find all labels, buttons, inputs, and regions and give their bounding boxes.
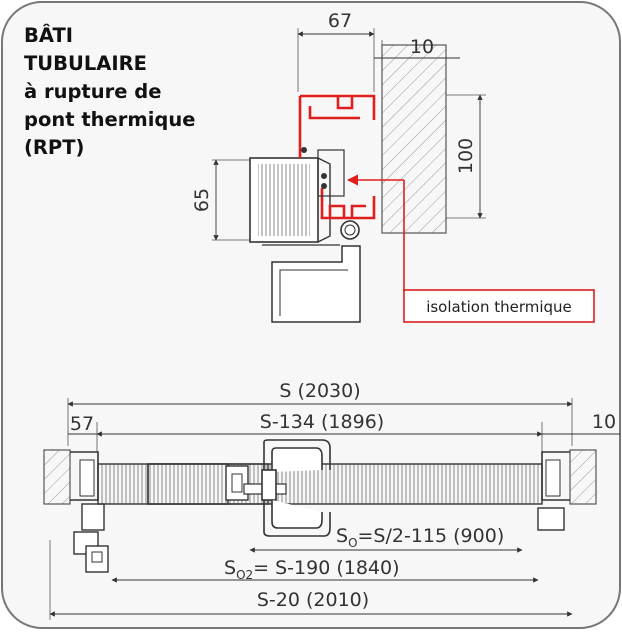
dim-s20-label: S-20 (2010) — [257, 589, 369, 611]
plan-view — [43, 398, 620, 620]
sill-profile — [271, 245, 361, 323]
rpt-frame-profile — [298, 94, 376, 220]
dim-so2-sub: O2 — [236, 568, 253, 582]
callout-label: isolation thermique — [426, 298, 572, 316]
wall-right — [569, 449, 597, 505]
seal-circle — [340, 220, 360, 240]
title-line-3: à rupture de — [24, 80, 162, 103]
dim-gap-label: 10 — [410, 36, 434, 58]
title-line-1: BÂTI — [24, 24, 73, 47]
title-line-2: TUBULAIRE — [24, 52, 147, 75]
dim-so2-rest: = S-190 (1840) — [253, 557, 399, 579]
callout-box — [403, 289, 595, 323]
dim-height-label: 100 — [455, 138, 477, 174]
wall-left — [43, 449, 71, 505]
title-line-5: (RPT) — [24, 136, 85, 159]
section-detail — [212, 28, 595, 323]
dim-so2-prefix: S — [224, 557, 236, 579]
dim-so2-label: SO2= S-190 (1840) — [224, 557, 400, 582]
dim-so-sub: O — [348, 536, 357, 550]
dim-so-rest: =S/2-115 (900) — [358, 525, 505, 547]
dim-so-label: SO=S/2-115 (900) — [336, 525, 504, 550]
wall-section — [381, 44, 447, 234]
title-line-4: pont thermique — [24, 108, 196, 131]
door-handle — [261, 439, 331, 537]
dim-leaf-label: 65 — [191, 188, 213, 212]
dim-left-label: 57 — [70, 413, 94, 435]
dim-total-label: S (2030) — [279, 380, 360, 402]
dim-so-prefix: S — [336, 525, 348, 547]
dim-right-label: 10 — [592, 411, 616, 433]
title-block: BÂTI TUBULAIRE à rupture de pont thermiq… — [24, 22, 195, 162]
dim-inner-label: S-134 (1896) — [260, 411, 384, 433]
dim-width-label: 67 — [328, 10, 352, 32]
